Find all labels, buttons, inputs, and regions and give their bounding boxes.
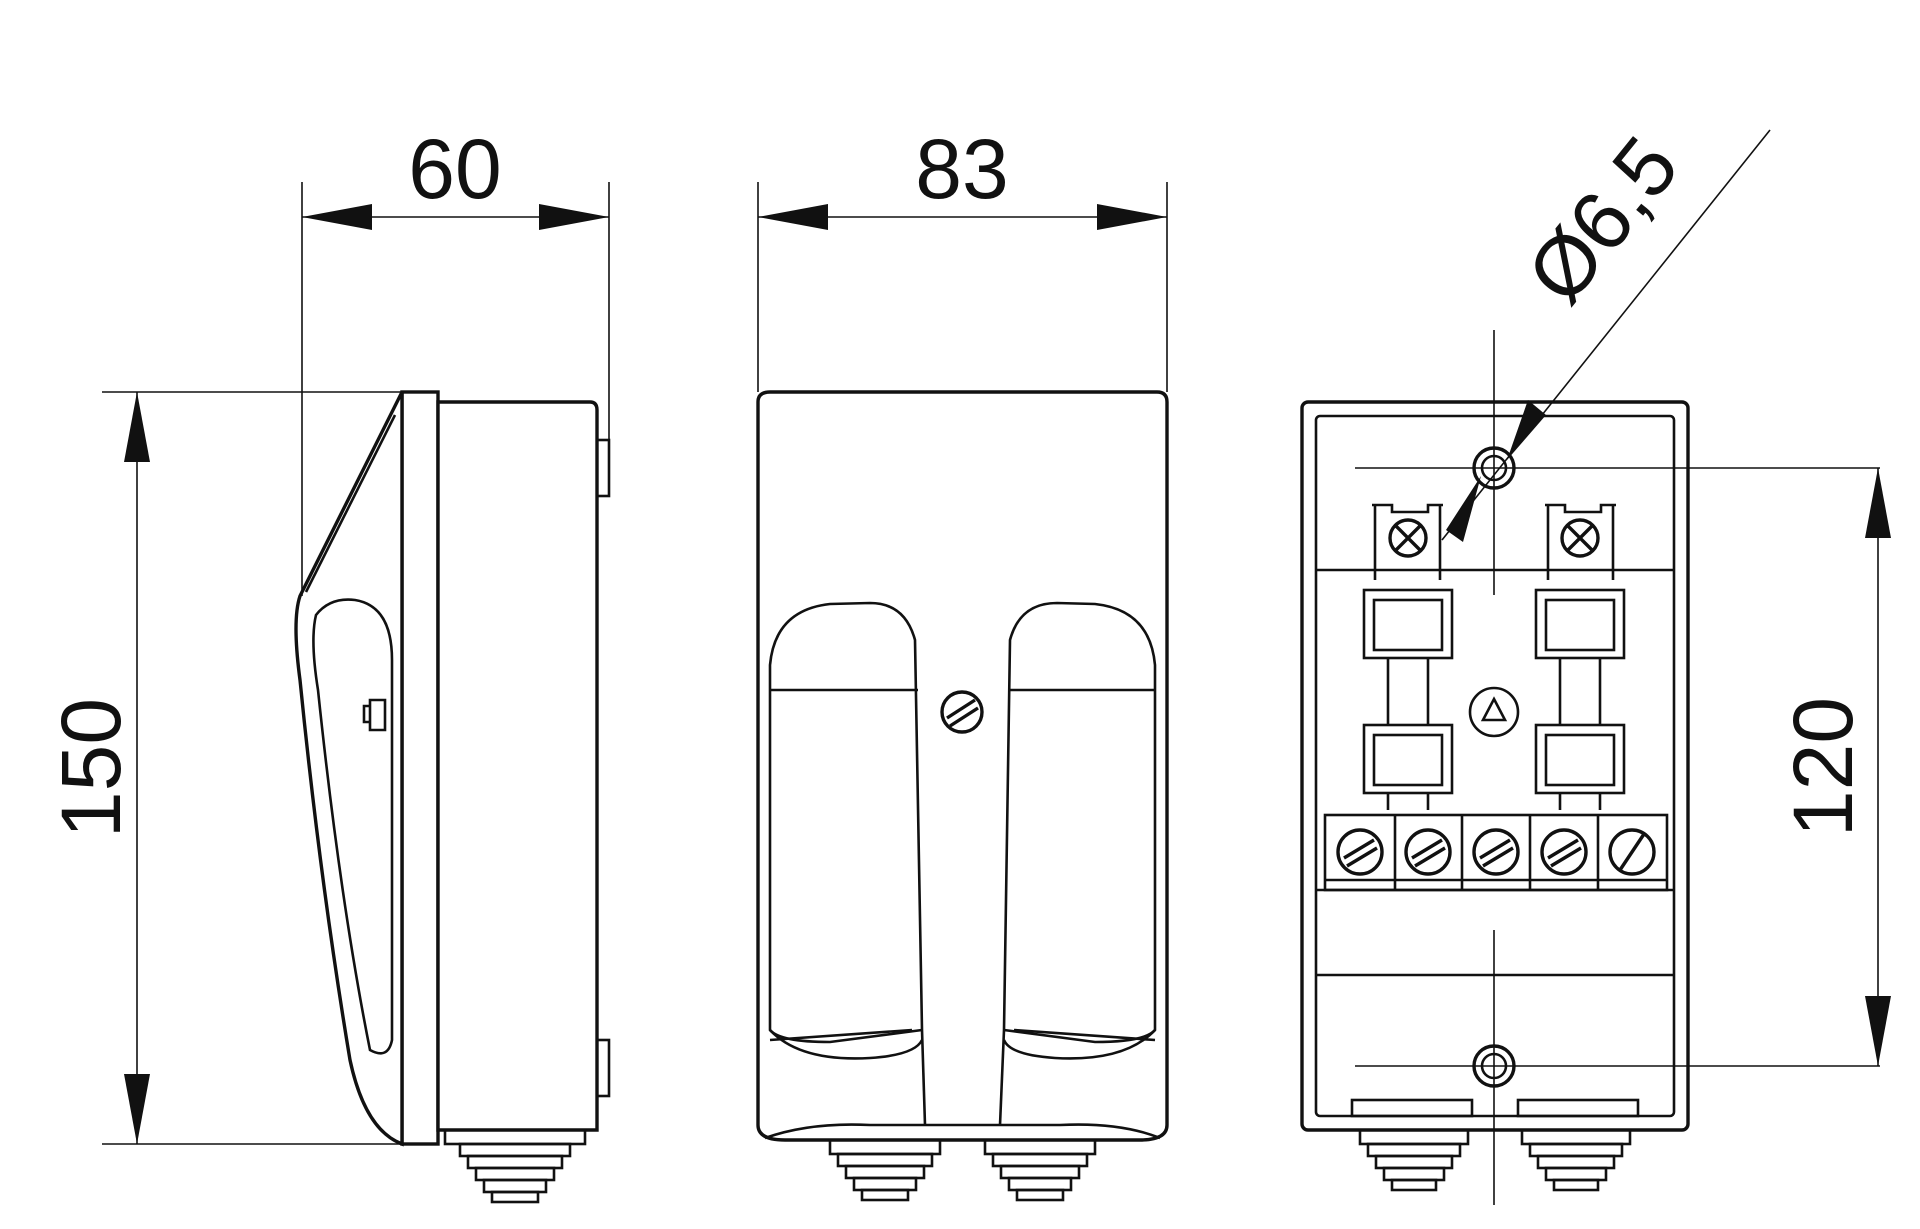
side-tab-top xyxy=(595,438,611,498)
interior-housing-inner xyxy=(1314,414,1676,1118)
dimension-label-120: 120 xyxy=(1776,697,1870,837)
side-housing xyxy=(436,400,599,1132)
front-cable-gland-left xyxy=(828,1138,942,1202)
dimension-150: 150 xyxy=(44,391,402,1145)
dimension-label-diameter: Ø6,5 xyxy=(1509,119,1697,320)
terminal-screw-5 xyxy=(1608,828,1656,876)
fuse-holder-left xyxy=(1362,503,1454,810)
front-cable-gland-right xyxy=(983,1138,1097,1202)
terminal-block xyxy=(1323,813,1669,892)
side-tab-bottom xyxy=(595,1038,611,1098)
dimension-label-60: 60 xyxy=(408,122,501,216)
side-latch xyxy=(362,698,387,732)
front-left-recess xyxy=(768,601,924,1060)
side-lid xyxy=(294,391,404,1147)
interior-cable-gland-right xyxy=(1520,1128,1632,1192)
terminal-screw-3 xyxy=(1472,828,1520,876)
fuse-holder-right xyxy=(1534,503,1626,810)
side-cable-gland xyxy=(443,1128,587,1204)
dimension-120: 120 xyxy=(1776,468,1891,1066)
side-view xyxy=(294,390,611,1204)
dimension-60: 60 xyxy=(301,122,610,596)
front-center-screw xyxy=(940,690,984,734)
front-view xyxy=(756,390,1169,1202)
interior-view xyxy=(1300,330,1880,1205)
side-back-plate xyxy=(400,390,440,1146)
triangle-mark xyxy=(1468,686,1520,738)
dimension-label-83: 83 xyxy=(915,122,1008,216)
front-housing xyxy=(756,390,1169,1142)
terminal-screw-4 xyxy=(1540,828,1588,876)
interior-housing-outer xyxy=(1300,400,1690,1132)
dimension-83: 83 xyxy=(757,122,1168,392)
dimension-label-150: 150 xyxy=(44,698,138,838)
terminal-screw-1 xyxy=(1336,828,1384,876)
terminal-screw-2 xyxy=(1404,828,1452,876)
side-handle-recess xyxy=(312,598,394,1055)
front-right-recess xyxy=(1002,601,1157,1060)
interior-cable-gland-left xyxy=(1358,1128,1470,1192)
